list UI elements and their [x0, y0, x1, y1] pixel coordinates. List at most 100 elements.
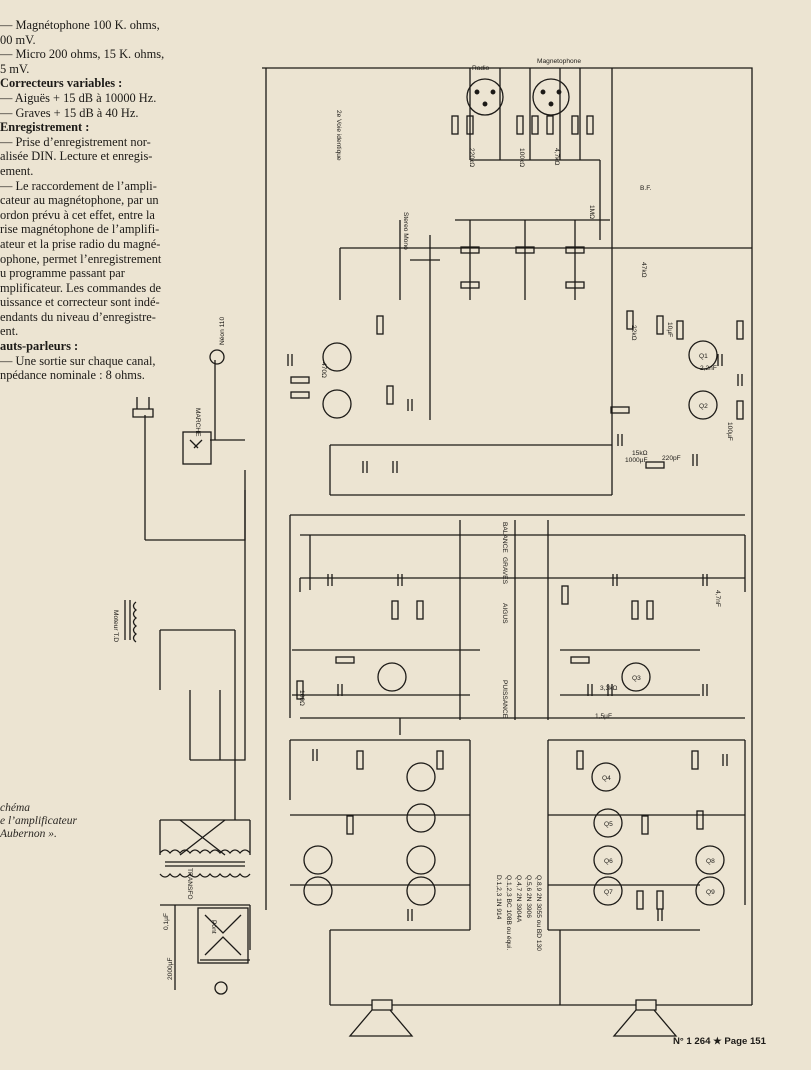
capacitor-symbol [737, 374, 743, 386]
transistor-label: Q5 [604, 821, 613, 828]
component-value-label: 47kΩ [640, 262, 647, 278]
capacitor-symbol [702, 574, 708, 586]
capacitor-symbol [312, 749, 318, 761]
label-stereo-mono: Stereo Mono [402, 212, 409, 250]
component-value-label: 100µF [726, 422, 733, 441]
transistor-symbol [322, 389, 352, 419]
speaker-right-icon [612, 999, 678, 1037]
resistor-symbol [676, 320, 684, 340]
transistor-symbol [406, 803, 436, 833]
mains-plug-icon [132, 397, 154, 418]
transistor-symbol [688, 340, 718, 370]
resistor-symbol [656, 890, 664, 910]
component-value-label: 1MΩ [588, 205, 595, 219]
spec-line: 5 mV. [0, 61, 30, 76]
resistor-symbol [736, 320, 744, 340]
figure-caption: chéma e l’amplificateur Aubernon ». [0, 802, 77, 842]
spec-line: — Aiguës + 15 dB à 10000 Hz. [0, 90, 157, 105]
label-graves: GRAVES [501, 557, 508, 585]
spec-line: mplificateur. Les commandes de [0, 280, 162, 295]
transistor-list-line: D.1,2,3 1N 914 [495, 875, 502, 920]
label-bf: B.F. [640, 185, 652, 192]
transistor-symbol [406, 876, 436, 906]
component-value-label: 4,7kΩ [553, 148, 560, 165]
label-neon: Néon 110 [219, 317, 226, 345]
resistor-symbol [691, 750, 699, 770]
capacitor-symbol [617, 434, 623, 446]
spec-line: rise magnétophone de l’amplifi- [0, 222, 160, 237]
resistor-symbol [516, 115, 524, 135]
spec-line: ateur et la prise radio du magné- [0, 236, 161, 251]
capacitor-symbol [397, 574, 403, 586]
heading-correcteurs: Correcteurs variables : [0, 76, 123, 91]
spec-line: alisée DIN. Lecture et enregis- [0, 149, 153, 164]
component-value-label: 4,7nF [714, 590, 721, 607]
transistor-symbol [406, 845, 436, 875]
component-value-label: 2,2nF [700, 365, 717, 372]
capacitor-symbol [362, 461, 368, 473]
capacitor-symbol [692, 454, 698, 466]
spec-line: — Graves + 15 dB à 40 Hz. [0, 105, 139, 120]
component-value-label: 22kΩ [630, 325, 637, 341]
component-value-label: 3,3kΩ [600, 685, 617, 692]
resistor-symbol [386, 385, 394, 405]
transistor-label: Q9 [706, 889, 715, 896]
capacitor-symbol [612, 574, 618, 586]
transistor-label: Q4 [602, 775, 611, 782]
spec-line: — Magnétophone 100 K. ohms, [0, 18, 160, 32]
transistor-symbol [695, 845, 725, 875]
transistor-symbol [593, 808, 623, 838]
component-value-label: 10µF [666, 322, 673, 337]
component-value-label: 0,1µF [163, 913, 170, 930]
label-marche: MARCHE [194, 408, 201, 437]
transistor-symbol [303, 845, 333, 875]
transistor-symbol [593, 845, 623, 875]
resistor-symbol [416, 600, 424, 620]
spec-line: ophone, permet l’enregistrement [0, 251, 162, 266]
transistor-symbol [377, 662, 407, 692]
spec-line: ement. [0, 163, 34, 178]
resistor-symbol [565, 281, 585, 289]
heading-enregistrement: Enregistrement : [0, 120, 90, 135]
resistor-symbol [391, 600, 399, 620]
mains-switch-icon [182, 431, 212, 465]
spec-line: — Micro 200 ohms, 15 K. ohms, [0, 47, 165, 62]
speaker-left-icon [348, 999, 414, 1037]
component-value-label: 1000µF [625, 457, 648, 464]
transistor-symbol [406, 762, 436, 792]
transistor-symbol [303, 876, 333, 906]
component-value-label: 100Ω [298, 690, 305, 706]
transistor-label: Q8 [706, 858, 715, 865]
component-value-label: 15kΩ [632, 450, 648, 457]
component-value-label: 220kΩ [468, 148, 475, 167]
resistor-symbol [561, 585, 569, 605]
capacitor-symbol [722, 754, 728, 766]
component-value-label: 220pF [662, 455, 681, 462]
transistor-symbol [695, 876, 725, 906]
resistor-symbol [636, 890, 644, 910]
transistor-group-output [303, 762, 725, 906]
resistor-symbol [626, 310, 634, 330]
component-value-label: 2000µF [167, 958, 174, 981]
spec-line: 00 mV. [0, 32, 36, 47]
resistor-symbol [290, 391, 310, 399]
resistor-symbol [565, 246, 585, 254]
transistor-label: Q6 [604, 858, 613, 865]
page-footer: N° 1 264 ★ Page 151 [673, 1036, 766, 1047]
transistor-group-upper [322, 340, 718, 420]
capacitor-symbol [607, 684, 613, 696]
capacitor-symbol [407, 909, 413, 921]
resistor-symbol [610, 406, 630, 414]
spec-line: endants du niveau d’enregistre- [0, 309, 156, 324]
resistor-symbol [571, 115, 579, 135]
spec-line: — Prise d’enregistrement nor- [0, 134, 151, 149]
spec-line: ordon prévu à cet effet, entre la [0, 207, 155, 222]
resistor-symbol [436, 750, 444, 770]
spec-line: cateur au magnétophone, par un [0, 193, 159, 208]
power-transformer-icon [159, 819, 251, 878]
transistor-label: Q2 [699, 403, 708, 410]
transistor-symbol [322, 342, 352, 372]
resistor-symbol [531, 115, 539, 135]
caption-line: chéma [0, 802, 31, 814]
